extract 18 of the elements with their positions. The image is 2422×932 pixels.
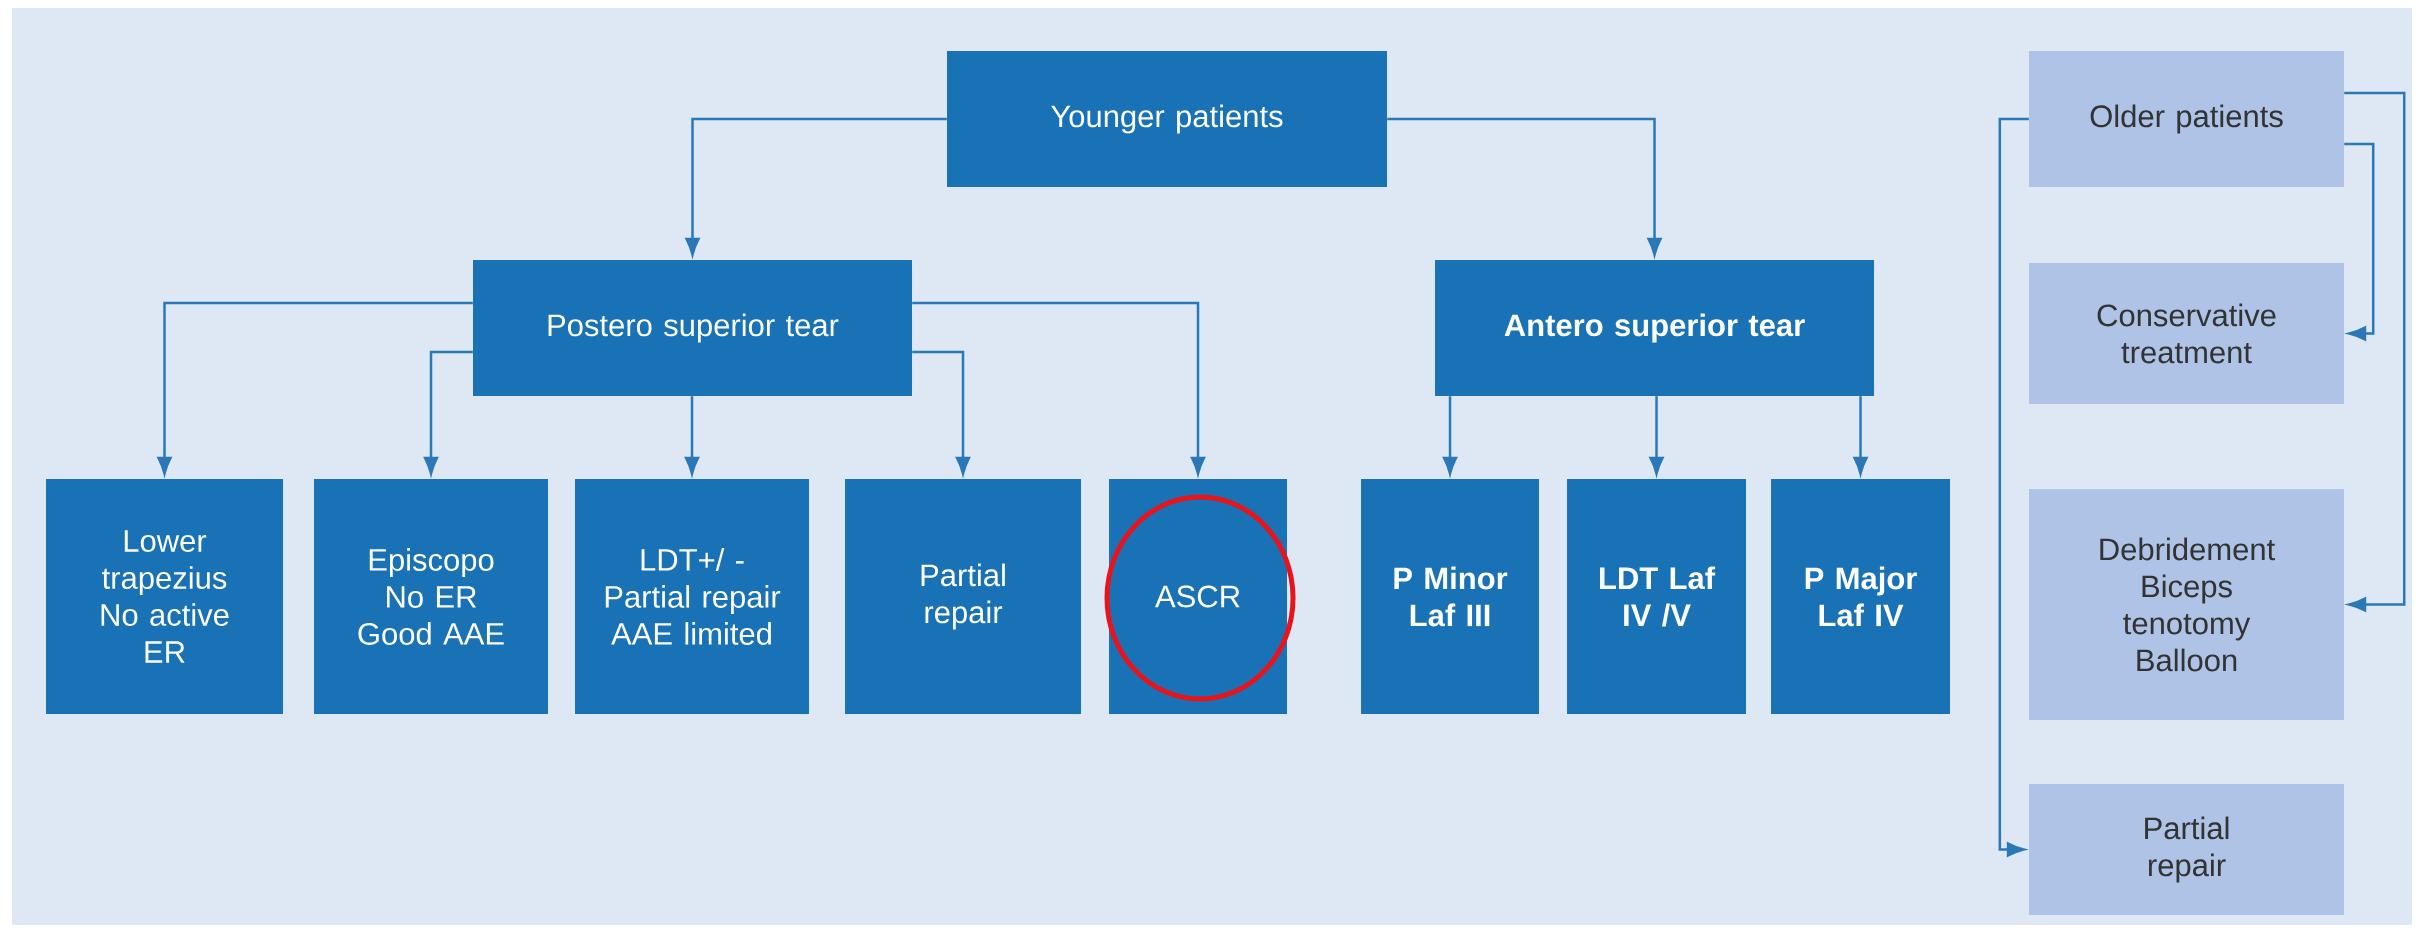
process-box: ASCR — [1109, 479, 1287, 714]
process-box: LDT Laf IV /V — [1567, 479, 1746, 714]
process-box: Postero superior tear — [473, 260, 912, 396]
outcome-box: Partial repair — [2029, 784, 2345, 915]
outcome-box: Debridement Biceps tenotomy Balloon — [2029, 489, 2345, 720]
process-box: P Major Laf IV — [1771, 479, 1950, 714]
process-box: P Minor Laf III — [1361, 479, 1539, 714]
process-box: Younger patients — [947, 51, 1387, 187]
arrow — [2344, 142, 2375, 341]
process-box: LDT+/ - Partial repair AAE limited — [575, 479, 809, 714]
process-box: Antero superior tear — [1435, 260, 1874, 396]
arrow — [1998, 117, 2029, 857]
process-box: Episcopo No ER Good AAE — [314, 479, 548, 714]
outcome-box: Older patients — [2029, 51, 2345, 187]
arrow — [2344, 91, 2406, 612]
process-box: Partial repair — [845, 479, 1081, 714]
process-box: Lower trapezius No active ER — [46, 479, 283, 714]
outcome-box: Conservative treatment — [2029, 263, 2345, 404]
